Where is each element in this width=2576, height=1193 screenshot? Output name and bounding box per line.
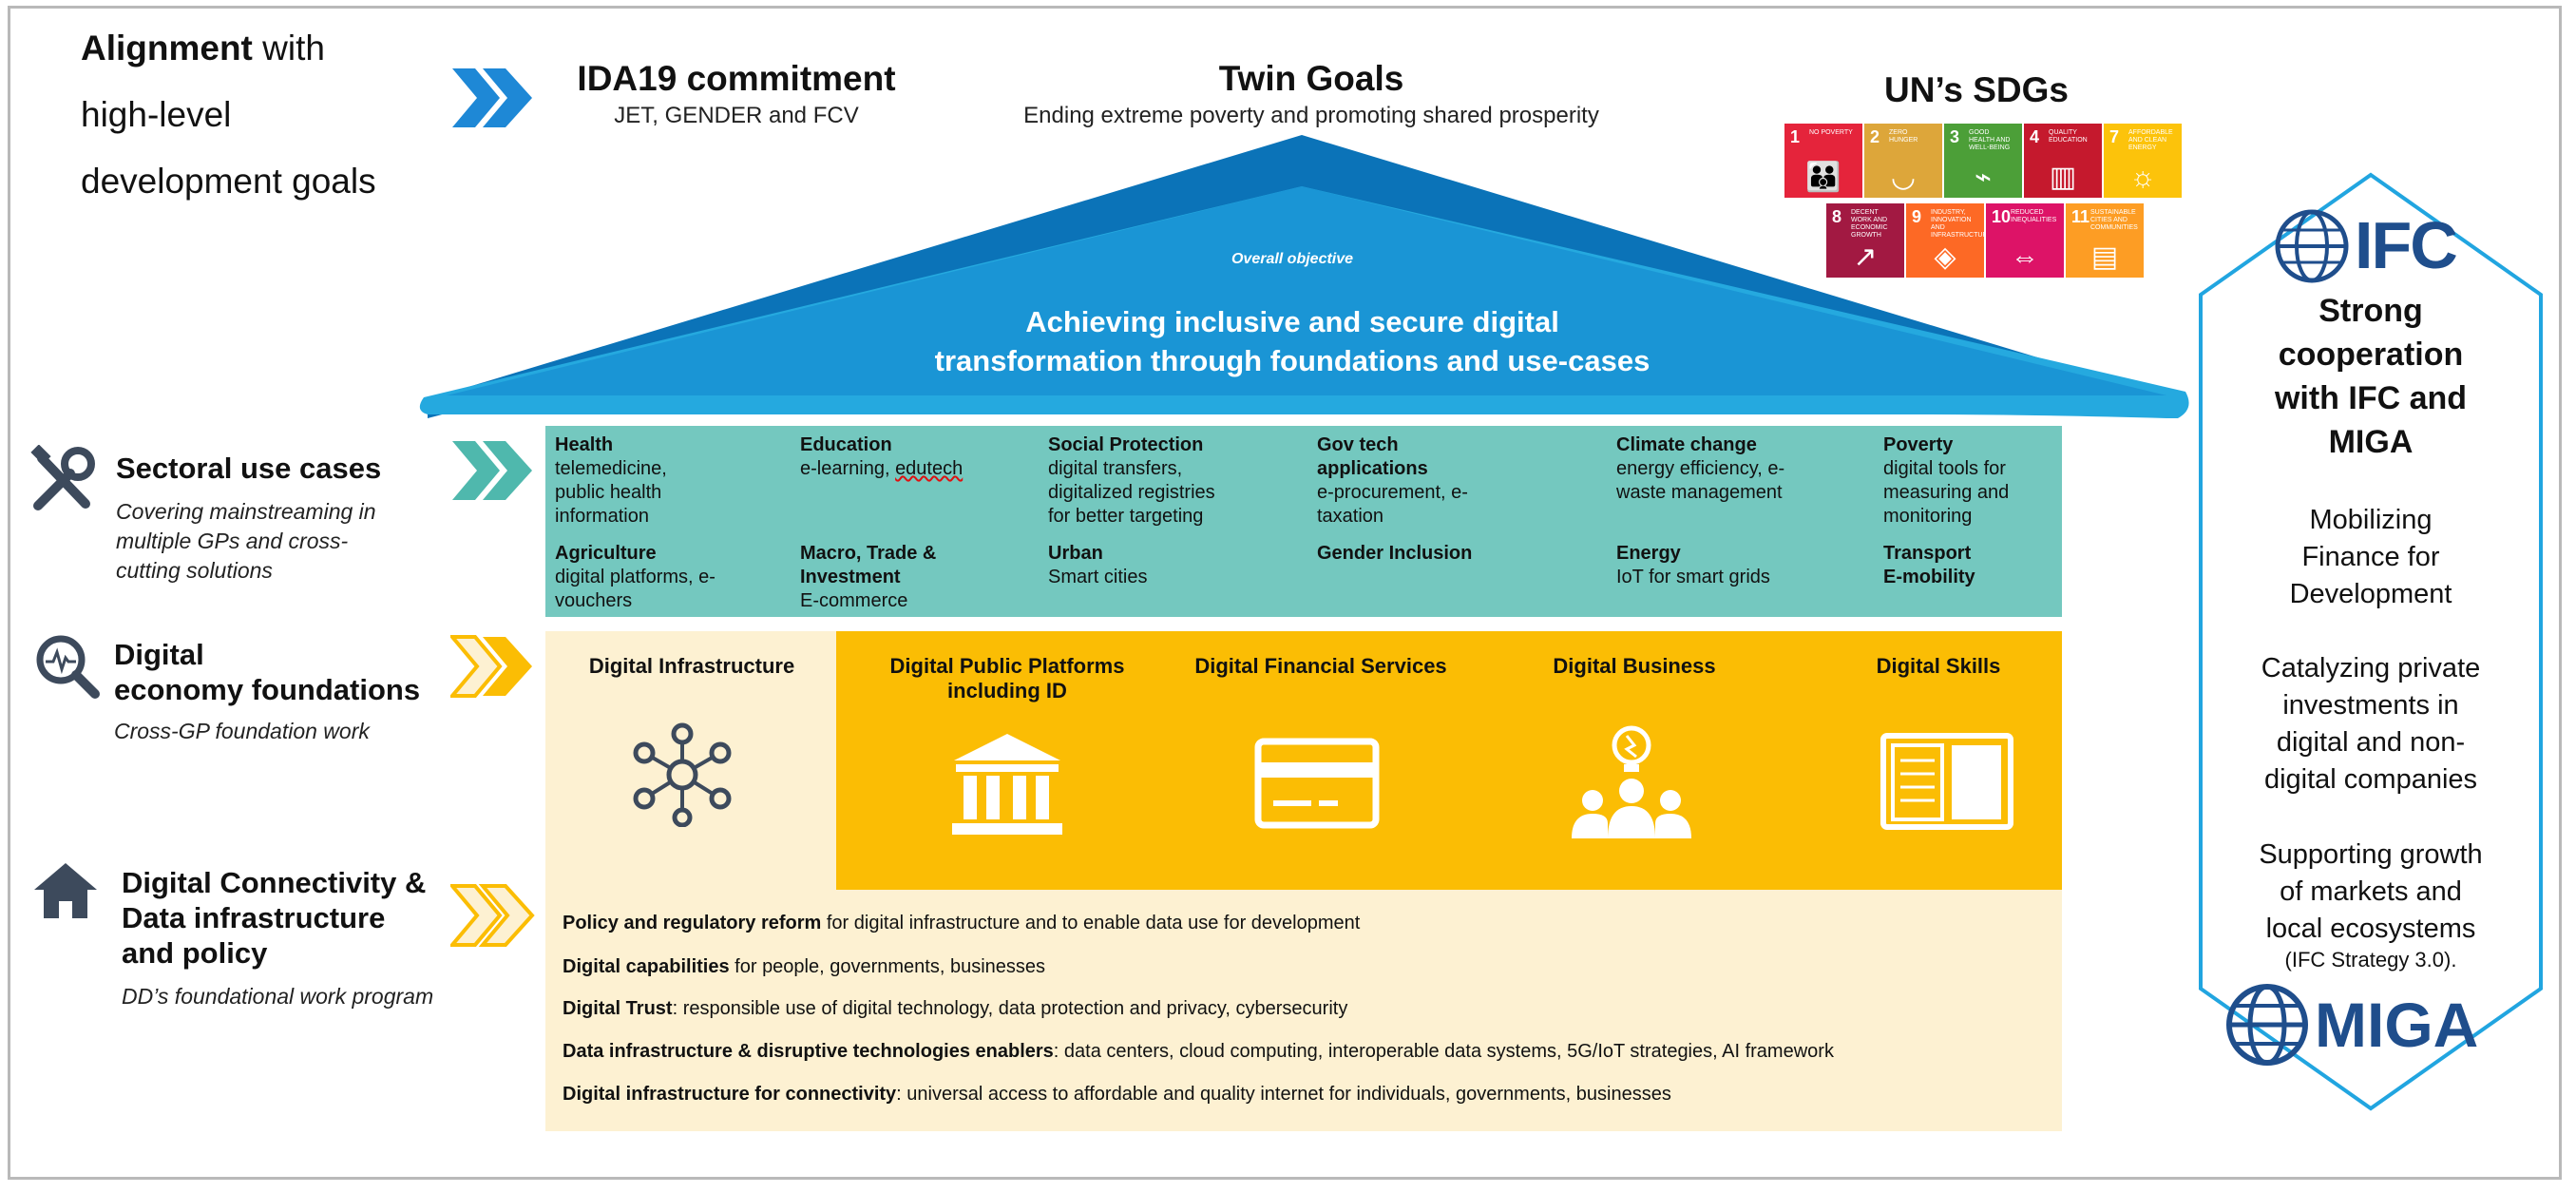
sdg-number: 7 (2109, 127, 2120, 146)
network-nodes-icon (633, 722, 732, 827)
hex-strong-text: Strong cooperation with IFC and MIGA (2274, 293, 2468, 460)
chevron-cream-icon (450, 884, 535, 947)
twin-goals-title: Twin Goals (1218, 59, 1404, 98)
sdg-number: 4 (2030, 127, 2040, 146)
cubes-icon: ◈ (1934, 241, 1956, 273)
government-building-icon (952, 734, 1062, 835)
use-cases-box (545, 426, 2062, 617)
book-icon: ▥ (2049, 162, 2077, 193)
overall-objective-text: Achieving inclusive and secure digital t… (934, 305, 1651, 377)
equality-icon: ⇔ (2011, 241, 2039, 273)
infrastructure-pillar-bg (545, 631, 836, 890)
sdg-tile-3: 3 Good health and well-being ⌁ (1944, 124, 2022, 198)
open-book-icon (1880, 733, 2013, 830)
ifc-logo-text: IFC (2355, 208, 2458, 282)
policy-item: Data infrastructure & disruptive technol… (563, 1041, 1834, 1062)
miga-logo-text: MIGA (2315, 990, 2479, 1060)
sdg-number: 8 (1832, 207, 1842, 226)
sdgs-title: UN’s SDGs (1884, 70, 2069, 109)
sdg-tile-11: 11Sustainable cities and communities ▤ (2066, 203, 2144, 278)
magnifier-pulse-icon (36, 635, 100, 699)
miga-globe-icon (2226, 984, 2308, 1066)
credit-card-icon (1254, 738, 1380, 829)
sdg-label: Good health and well-being (1969, 129, 2011, 151)
sdg-tile-1: 1 No poverty 👪 (1784, 124, 1862, 198)
chevron-teal-icon (452, 441, 532, 500)
alignment-heading: Alignment with high-level development go… (81, 29, 376, 201)
policy-item: Digital Trust: responsible use of digita… (563, 998, 1348, 1019)
sdg-tile-8: 8 Decent work and economic growth↗ (1826, 203, 1904, 278)
sdg-label: No poverty (1809, 129, 1853, 136)
sdg-number: 11 (2071, 207, 2090, 226)
diagram-frame (8, 6, 2562, 1180)
sdg-number: 2 (1870, 127, 1880, 146)
hex-supporting-text: Supporting growth of markets and local e… (2259, 839, 2483, 972)
pillar-digital-business: Digital Business (1553, 654, 1716, 678)
chevron-blue-icon (452, 68, 532, 127)
pillar-digital-financial-services: Digital Financial Services (1194, 654, 1447, 678)
sdg-tile-9: 9 Industry, innovation and infrastructure… (1906, 203, 1993, 278)
overall-objective-label: Overall objective (1231, 251, 1354, 267)
sdg-number: 9 (1912, 207, 1922, 226)
sdg-tile-10: 10Reduced inequalities ⇔ (1986, 203, 2064, 278)
use-case-gender-inclusion: Gender Inclusion (1317, 543, 1473, 564)
ida-title: IDA19 commitment (577, 59, 896, 98)
city-icon: ▤ (2090, 241, 2119, 273)
policy-item: Digital capabilities for people, governm… (563, 956, 1046, 977)
bowl-icon: ◡ (1890, 162, 1917, 193)
connectivity-label: Digital Connectivity & Data infrastructu… (122, 866, 434, 1009)
sdg-tile-7: 7 Affordable and clean energy ☼ (2104, 124, 2182, 198)
sdg-label: Quality education (2049, 129, 2088, 144)
pillar-digital-skills: Digital Skills (1876, 654, 2001, 678)
sdg-tile-2: 2 Zero hunger ◡ (1864, 124, 1942, 198)
sectoral-label: Sectoral use cases Covering mainstreamin… (116, 452, 382, 583)
growth-chart-icon: ↗ (1853, 241, 1878, 273)
sdg-tile-4: 4 Quality education ▥ (2024, 124, 2102, 198)
team-idea-icon (1572, 725, 1691, 838)
hex-catalyzing-text: Catalyzing private investments in digita… (2261, 653, 2481, 795)
pillar-digital-infrastructure: Digital Infrastructure (588, 654, 795, 678)
heartbeat-icon: ⌁ (1974, 162, 1993, 193)
sun-icon: ☼ (2129, 162, 2156, 193)
tools-icon (30, 445, 95, 510)
ifc-globe-icon (2275, 209, 2349, 283)
policy-item: Digital infrastructure for connectivity:… (563, 1084, 1671, 1105)
ida-subtitle: JET, GENDER and FCV (614, 103, 859, 128)
hex-mobilizing-text: Mobilizing Finance for Development (2289, 505, 2452, 609)
policy-item: Policy and regulatory reform for digital… (563, 913, 1361, 933)
roof-shape (419, 135, 2189, 418)
home-icon (34, 863, 97, 918)
sdg-label: Sustainable cities and communities (2090, 209, 2138, 231)
sdg-label: Affordable and clean energy (2128, 129, 2173, 151)
sdg-label: Decent work and economic growth (1851, 209, 1888, 239)
twin-goals-subtitle: Ending extreme poverty and promoting sha… (1023, 103, 1599, 128)
connectivity-box (545, 890, 2062, 1131)
twin-goals-block: Twin Goals Ending extreme poverty and pr… (950, 59, 1672, 129)
sdg-label: Zero hunger (1889, 129, 1918, 144)
sdg-label: Industry, innovation and infrastructure (1931, 209, 1993, 239)
sdg-number: 10 (1992, 207, 2012, 226)
sdg-label: Reduced inequalities (2011, 209, 2057, 223)
sdg-number: 3 (1950, 127, 1960, 146)
sdg-number: 1 (1790, 127, 1801, 146)
foundations-label: Digital economy foundations Cross-GP fou… (114, 638, 421, 743)
ida-block: IDA19 commitment JET, GENDER and FCV (546, 59, 926, 129)
chevron-gold-icon (450, 635, 532, 698)
ifc-miga-hexagon (2199, 172, 2543, 1111)
people-icon: 👪 (1805, 162, 1841, 193)
